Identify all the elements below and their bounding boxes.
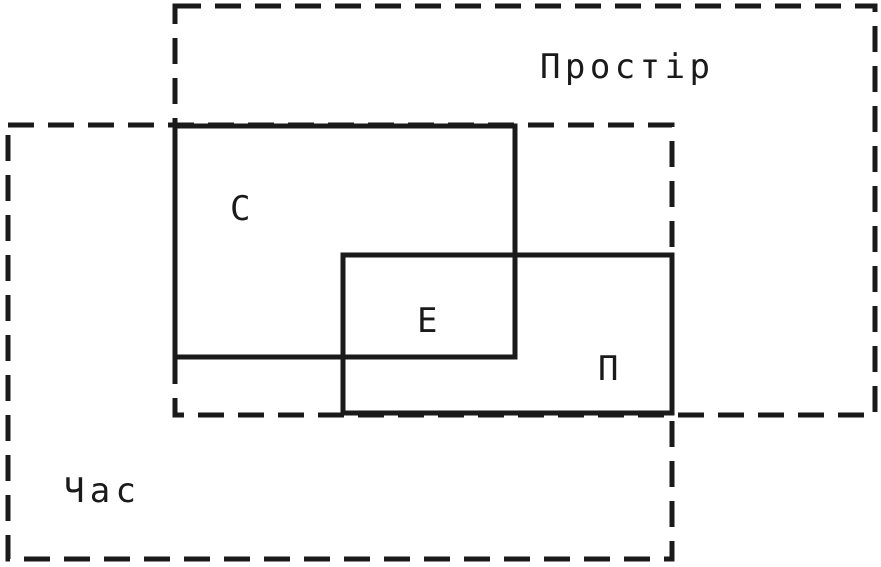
space-label: П р о с т і р — [540, 47, 710, 87]
time-label: Ч а с — [64, 471, 136, 511]
e-region-label: Е — [417, 301, 437, 341]
c-region-label: С — [230, 189, 250, 229]
space-dashed-region — [172, 3, 878, 418]
p-region-label: П — [598, 349, 618, 389]
p-solid-rectangle — [340, 252, 675, 416]
